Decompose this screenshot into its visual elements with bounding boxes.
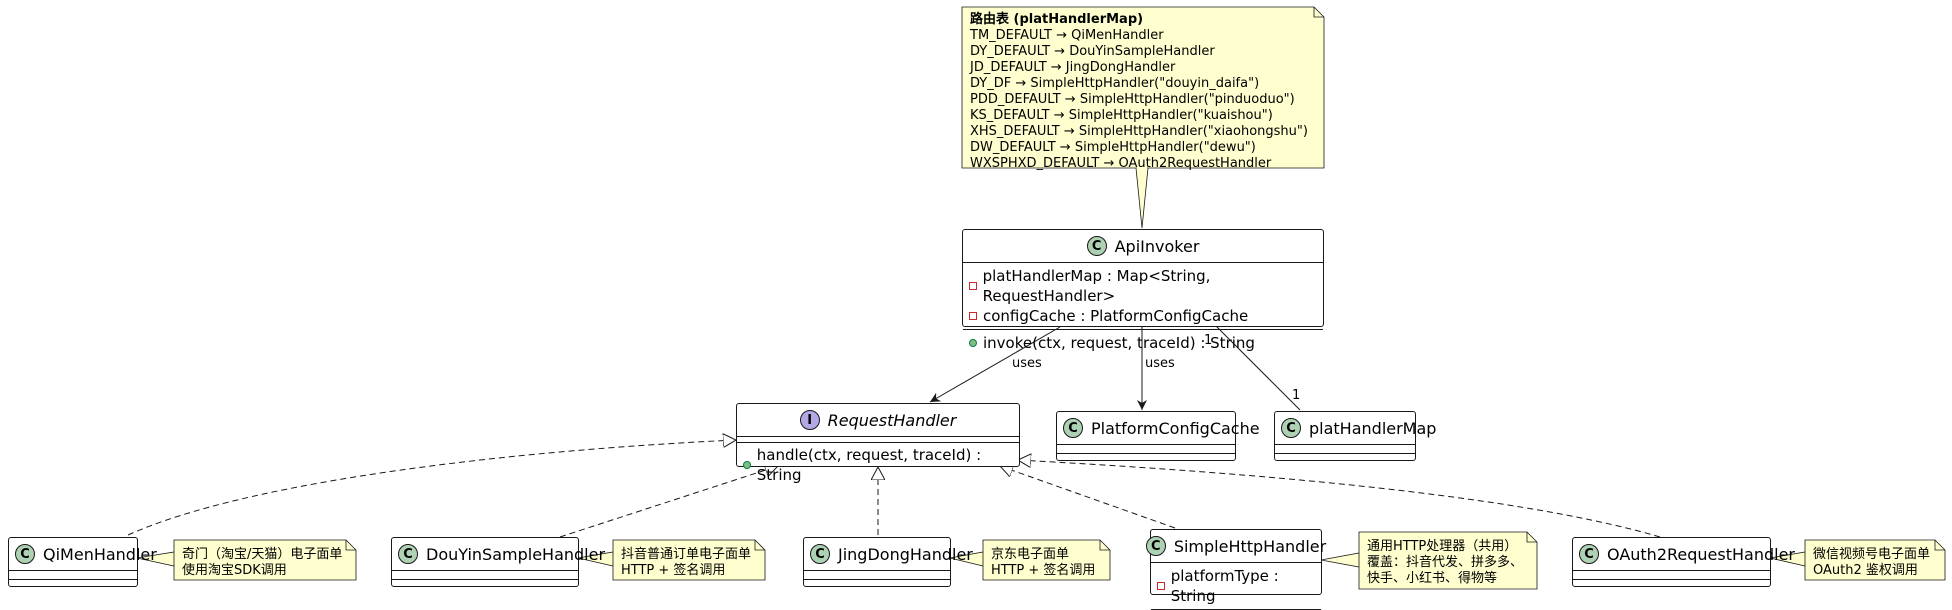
note-line: 覆盖：抖音代发、拼多多、 [1367,555,1524,570]
route-line: KS_DEFAULT → SimpleHttpHandler("kuaishou… [970,108,1273,123]
edge-label-uses-handler: uses [1012,356,1042,371]
edge-realize-simplehttp [1000,466,1176,529]
note-line: 快手、小红书、得物等 [1367,571,1498,586]
class-simple-http-handler[interactable]: C SimpleHttpHandler platformType : Strin… [1145,529,1326,610]
edge-uses-handler [929,326,1061,403]
route-line: JD_DEFAULT → JingDongHandler [970,60,1176,75]
route-line: XHS_DEFAULT → SimpleHttpHandler("xiaohon… [970,124,1308,139]
interface-request-handler[interactable]: I RequestHandler handle(ctx, request, tr… [736,403,1020,484]
interface-name: RequestHandler [827,410,957,430]
class-plat-handler-map[interactable]: C platHandlerMap [1274,411,1436,461]
route-line: DY_DEFAULT → DouYinSampleHandler [970,44,1215,59]
class-name: SimpleHttpHandler [1173,536,1327,556]
public-icon [969,339,977,347]
route-note-pointer [1135,167,1149,229]
note-jingdong: 京东电子面单 HTTP + 签名调用 [985,543,1101,583]
class-oauth2-request-handler[interactable]: C OAuth2RequestHandler [1572,537,1795,587]
note-douyin: 抖音普通订单电子面单 HTTP + 签名调用 [615,543,757,583]
edge-realize-oauth2 [1018,460,1661,538]
route-line: PDD_DEFAULT → SimpleHttpHandler("pinduod… [970,92,1295,107]
note-jingdong-shape [949,539,1111,581]
note-oauth2: 微信视频号电子面单 OAuth2 鉴权调用 [1807,543,1936,583]
note-line: 抖音普通订单电子面单 [621,547,752,562]
class-badge-icon: C [1086,236,1107,256]
field: platHandlerMap : Map<String, RequestHand… [982,267,1211,305]
class-badge-icon: C [810,544,830,564]
class-badge-icon: C [1063,418,1083,438]
note-douyin-shape [577,539,766,581]
class-badge-icon: C [1579,544,1599,564]
class-platform-config-cache[interactable]: C PlatformConfigCache [1056,411,1260,461]
route-line: DY_DF → SimpleHttpHandler("douyin_daifa"… [970,76,1260,91]
note-line: 使用淘宝SDK调用 [182,563,287,578]
note-line: 奇门（淘宝/天猫）电子面单 [182,547,343,562]
method: invoke(ctx, request, traceId) : String [983,334,1255,352]
note-simplehttp-shape [1320,531,1538,590]
note-oauth2-shape [1769,539,1946,581]
edge-realize-qimen [127,440,736,536]
note-line: OAuth2 鉴权调用 [1813,563,1918,578]
public-icon [743,461,751,469]
class-api-invoker[interactable]: C ApiInvoker platHandlerMap : Map<String… [962,229,1324,352]
class-qimen-handler[interactable]: C QiMenHandler [8,537,157,587]
edge-realize-douyin [559,466,778,538]
note-line: HTTP + 签名调用 [991,563,1096,578]
multiplicity-target: 1 [1292,388,1301,403]
class-badge-icon: C [15,544,35,564]
private-icon [969,312,977,320]
route-line: WXSPHXD_DEFAULT → OAuth2RequestHandler [970,156,1272,171]
note-qimen: 奇门（淘宝/天猫）电子面单 使用淘宝SDK调用 [176,543,348,583]
field: configCache : PlatformConfigCache [983,307,1249,325]
route-line: DW_DEFAULT → SimpleHttpHandler("dewu") [970,140,1256,155]
note-qimen-shape [136,539,357,581]
edge-label-uses-cache: uses [1145,356,1175,371]
note-line: 微信视频号电子面单 [1813,547,1931,562]
class-name: PlatformConfigCache [1091,418,1260,438]
route-note: 路由表 (platHandlerMap) TM_DEFAULT → QiMenH… [964,8,1314,176]
note-line: 通用HTTP处理器（共用） [1367,539,1518,554]
class-name: platHandlerMap [1309,418,1437,438]
class-badge-icon: C [1281,418,1301,438]
class-badge-icon: C [1145,536,1166,556]
class-douyin-sample-handler[interactable]: C DouYinSampleHandler [391,537,605,587]
edge-composition [1207,317,1301,411]
class-name: JingDongHandler [838,544,973,564]
route-note-shape [961,6,1325,169]
note-simplehttp: 通用HTTP处理器（共用） 覆盖：抖音代发、拼多多、 快手、小红书、得物等 [1361,535,1529,591]
route-line: TM_DEFAULT → QiMenHandler [970,28,1164,43]
private-icon [969,282,977,290]
class-name: QiMenHandler [43,544,157,564]
field: platformType : String [1170,567,1279,605]
interface-badge-icon: I [799,410,820,430]
private-icon [1157,582,1165,590]
multiplicity-source: 1 [1204,333,1213,348]
class-name: OAuth2RequestHandler [1607,544,1795,564]
class-badge-icon: C [398,544,418,564]
class-name: DouYinSampleHandler [426,544,606,564]
class-name: ApiInvoker [1114,236,1200,256]
route-note-title: 路由表 (platHandlerMap) [970,12,1144,27]
class-jingdong-handler[interactable]: C JingDongHandler [803,537,973,587]
note-line: HTTP + 签名调用 [621,563,726,578]
note-line: 京东电子面单 [991,547,1070,562]
method: handle(ctx, request, traceId) : String [756,446,982,484]
